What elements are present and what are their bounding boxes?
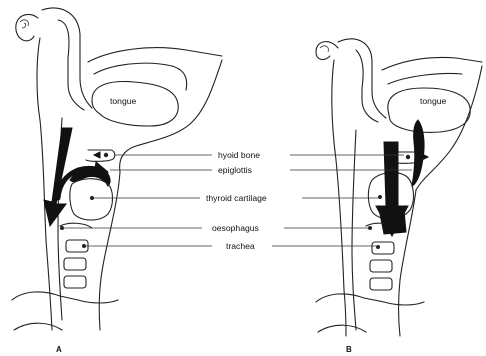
hyoid-dot-b (406, 155, 410, 159)
jaw-line-b (416, 66, 482, 190)
label-tongue-a: tongue (110, 96, 137, 106)
trachea-dot-b (376, 245, 380, 249)
mouth-roof-b (382, 58, 482, 71)
palate-b (356, 50, 378, 122)
panel-a-figure (12, 8, 222, 330)
head-outline-b (316, 42, 338, 60)
clavicle-b (316, 294, 424, 305)
nasopharynx-outline-b (338, 39, 386, 118)
label-epiglottis: epiglottis (218, 165, 252, 175)
oesophagus-a (60, 223, 92, 228)
nasopharynx-outline-a (42, 8, 92, 108)
ear-detail-b (320, 46, 328, 52)
panel-label-a: A (56, 345, 62, 354)
panel-label-b: B (346, 345, 352, 354)
label-tongue-b: tongue (420, 96, 447, 106)
neck-front-a (99, 172, 120, 330)
clavicle-a (12, 292, 118, 303)
panel-b-figure (316, 39, 482, 336)
label-trachea: trachea (226, 241, 255, 251)
hyoid-small-arrow-a (94, 152, 100, 158)
label-hyoid-bone: hyoid bone (218, 150, 260, 160)
tongue-shape-b (388, 88, 470, 132)
hyoid-dot-a (104, 153, 108, 157)
mouth-inner-b (388, 73, 462, 84)
sternum-b (318, 325, 366, 332)
head-outline-a (16, 14, 38, 40)
thyroid-dot-a (90, 196, 94, 200)
epiglottis-b (412, 120, 424, 186)
label-oesophagus: oesophagus (212, 223, 259, 233)
oesophagus-dot-b (368, 226, 372, 230)
ear-detail-a (20, 20, 28, 28)
thyroid-dot-b (378, 195, 382, 199)
mouth-roof-a (88, 48, 222, 62)
oesophagus-dot-a (60, 226, 64, 230)
trachea-rings-b (370, 242, 394, 290)
anterior-spine-line-b (352, 130, 356, 330)
sternum-a (14, 323, 62, 330)
trachea-dot-a (82, 244, 86, 248)
posterior-pharynx-wall-a (37, 38, 52, 330)
mouth-inner-a (94, 63, 187, 90)
label-thyroid-cartilage: thyroid cartilage (206, 193, 267, 203)
